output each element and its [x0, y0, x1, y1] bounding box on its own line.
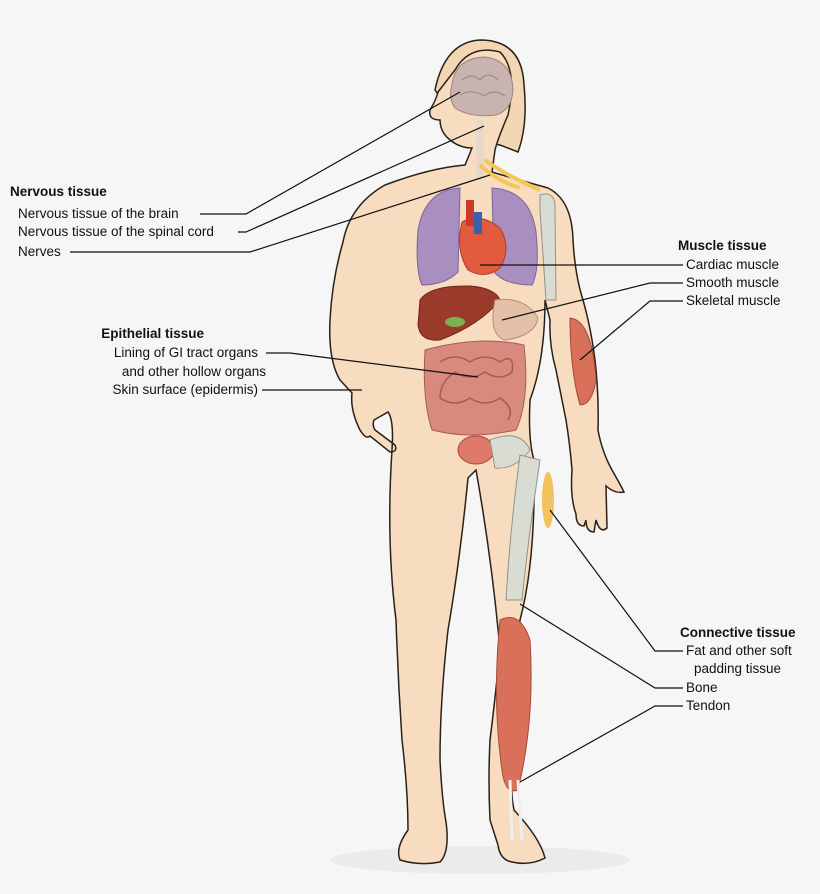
nervous-heading: Nervous tissue [10, 184, 107, 199]
leader-skeletal [579, 300, 683, 361]
leader-nerves [70, 174, 491, 253]
fat-pad [542, 472, 554, 528]
heart [459, 217, 507, 275]
connective-heading: Connective tissue [680, 625, 796, 640]
vena-cava [474, 212, 482, 234]
muscle-item-smooth: Smooth muscle [686, 275, 780, 290]
lower-leg-muscle [495, 617, 532, 792]
connective-item-fat-1: Fat and other soft [686, 643, 792, 658]
leader-spinal-cord [238, 125, 485, 233]
spinal-cord [476, 120, 484, 180]
connective-item-tendon: Tendon [686, 698, 731, 713]
bladder [457, 435, 495, 465]
aorta [466, 200, 474, 226]
forearm-muscle [569, 317, 597, 406]
leader-smooth [501, 282, 683, 321]
neck-nerves [478, 158, 541, 192]
muscle-item-skeletal: Skeletal muscle [686, 293, 781, 308]
muscle-item-cardiac: Cardiac muscle [686, 257, 780, 272]
small-intestine [439, 356, 514, 421]
brain-folds [459, 74, 506, 97]
gallbladder [445, 317, 465, 327]
leader-brain [200, 91, 461, 215]
femur [505, 454, 541, 601]
connective-item-fat-2: padding tissue [694, 661, 782, 676]
epithelial-item-skin: Skin surface (epidermis) [112, 382, 258, 397]
large-intestine [423, 340, 527, 436]
nervous-item-brain: Nervous tissue of the brain [18, 206, 179, 221]
epithelial-item-gi-1: Lining of GI tract organs [113, 345, 258, 360]
epithelial-item-gi-2: and other hollow organs [121, 364, 266, 379]
connective-item-bone: Bone [686, 680, 718, 695]
leader-tendon [519, 705, 683, 783]
brain [450, 56, 514, 117]
stomach [492, 298, 539, 341]
tendon [508, 779, 524, 841]
nervous-item-spinal-cord: Nervous tissue of the spinal cord [18, 224, 214, 239]
leader-fat [549, 509, 683, 652]
ground-shadow [330, 846, 630, 874]
left-lung [416, 187, 461, 286]
leader-gi-tract [266, 352, 479, 378]
humerus [539, 193, 557, 301]
leader-bone [519, 603, 683, 689]
nervous-item-nerves: Nerves [18, 244, 61, 259]
muscle-heading: Muscle tissue [678, 238, 767, 253]
epithelial-heading: Epithelial tissue [101, 326, 204, 341]
leader-lines [70, 91, 683, 783]
